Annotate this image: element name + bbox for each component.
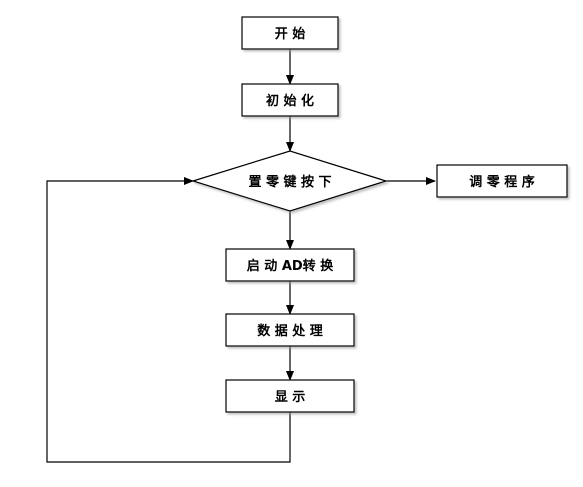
- node-start-label: 开 始: [275, 26, 306, 42]
- node-display-label: 显 示: [275, 390, 306, 405]
- node-process-label: 数 据 处 理: [257, 323, 323, 339]
- node-ad-convert: 启 动 AD转 换: [225, 248, 355, 282]
- loop-back-line: [46, 177, 291, 463]
- node-ad-convert-label: 启 动 AD转 换: [247, 258, 334, 274]
- node-init-label: 初 始 化: [266, 93, 314, 109]
- node-start: 开 始: [241, 16, 339, 50]
- node-zero-routine-label: 调 零 程 序: [469, 174, 535, 190]
- node-decision-label: 置 零 键 按 下: [248, 174, 331, 190]
- node-init: 初 始 化: [241, 83, 339, 117]
- node-display: 显 示: [225, 379, 355, 413]
- node-decision: 置 零 键 按 下: [190, 150, 389, 212]
- node-zero-routine: 调 零 程 序: [436, 164, 568, 198]
- connectors: [46, 49, 436, 463]
- node-process: 数 据 处 理: [225, 313, 355, 347]
